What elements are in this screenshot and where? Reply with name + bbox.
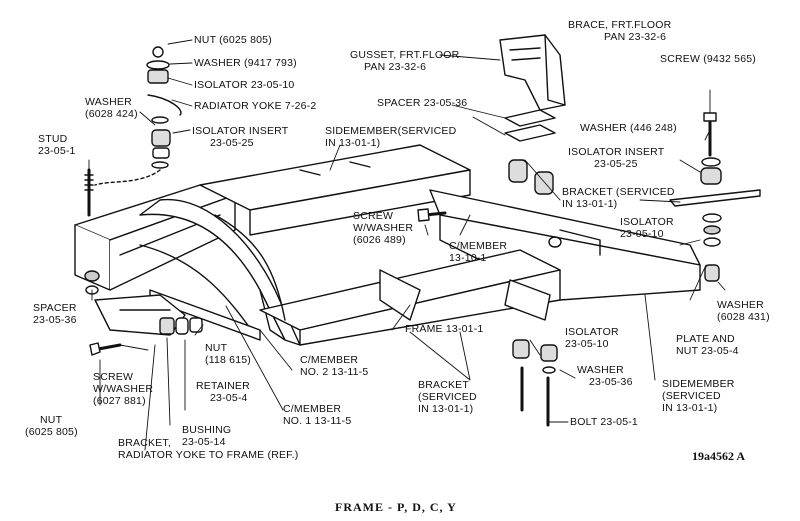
label-washer-top: WASHER (9417 793): [194, 57, 297, 69]
label-bracket-radiator: BRACKET,RADIATOR YOKE TO FRAME (REF.): [118, 437, 299, 461]
left-screw-part: [89, 342, 122, 356]
bottom-bolt-stack: [512, 339, 558, 427]
bushing-group: [159, 317, 203, 335]
label-bolt: BOLT 23-05-1: [570, 416, 638, 428]
leader-lines: [88, 39, 726, 451]
label-spacer-top: SPACER 23-05-36: [377, 97, 468, 109]
mid-screw-part: [417, 208, 447, 222]
label-screw-right: SCREW (9432 565): [660, 53, 756, 65]
floor-pan-gusset: [499, 34, 566, 111]
figure-caption: FRAME - P, D, C, Y: [335, 500, 457, 514]
left-isolator-stack: [94, 46, 182, 186]
center-sidemember: [199, 144, 471, 236]
label-nut-left: NUT(6025 805): [25, 414, 78, 438]
label-nut-top: NUT (6025 805): [194, 34, 272, 46]
stud-part: [84, 168, 94, 217]
label-washer-right-low: WASHER(6028 431): [717, 299, 770, 323]
reference-number: 19a4562 A: [692, 449, 746, 463]
lower-frame-rail: [259, 249, 561, 346]
label-washer-right: WASHER (446 248): [580, 122, 677, 134]
right-isolator-stack: [669, 112, 761, 282]
label-nut-mid: NUT(118 615): [205, 342, 251, 366]
crossmembers: [139, 214, 286, 341]
label-washer-left: WASHER(6028 424): [85, 96, 138, 120]
rear-rail: [429, 189, 701, 301]
label-radiator-yoke: RADIATOR YOKE 7-26-2: [194, 100, 317, 112]
left-spacer-part: [84, 270, 100, 295]
center-spacers: [504, 109, 556, 195]
label-isolator-top: ISOLATOR 23-05-10: [194, 79, 295, 91]
label-frame: FRAME 13-01-1: [405, 323, 484, 335]
